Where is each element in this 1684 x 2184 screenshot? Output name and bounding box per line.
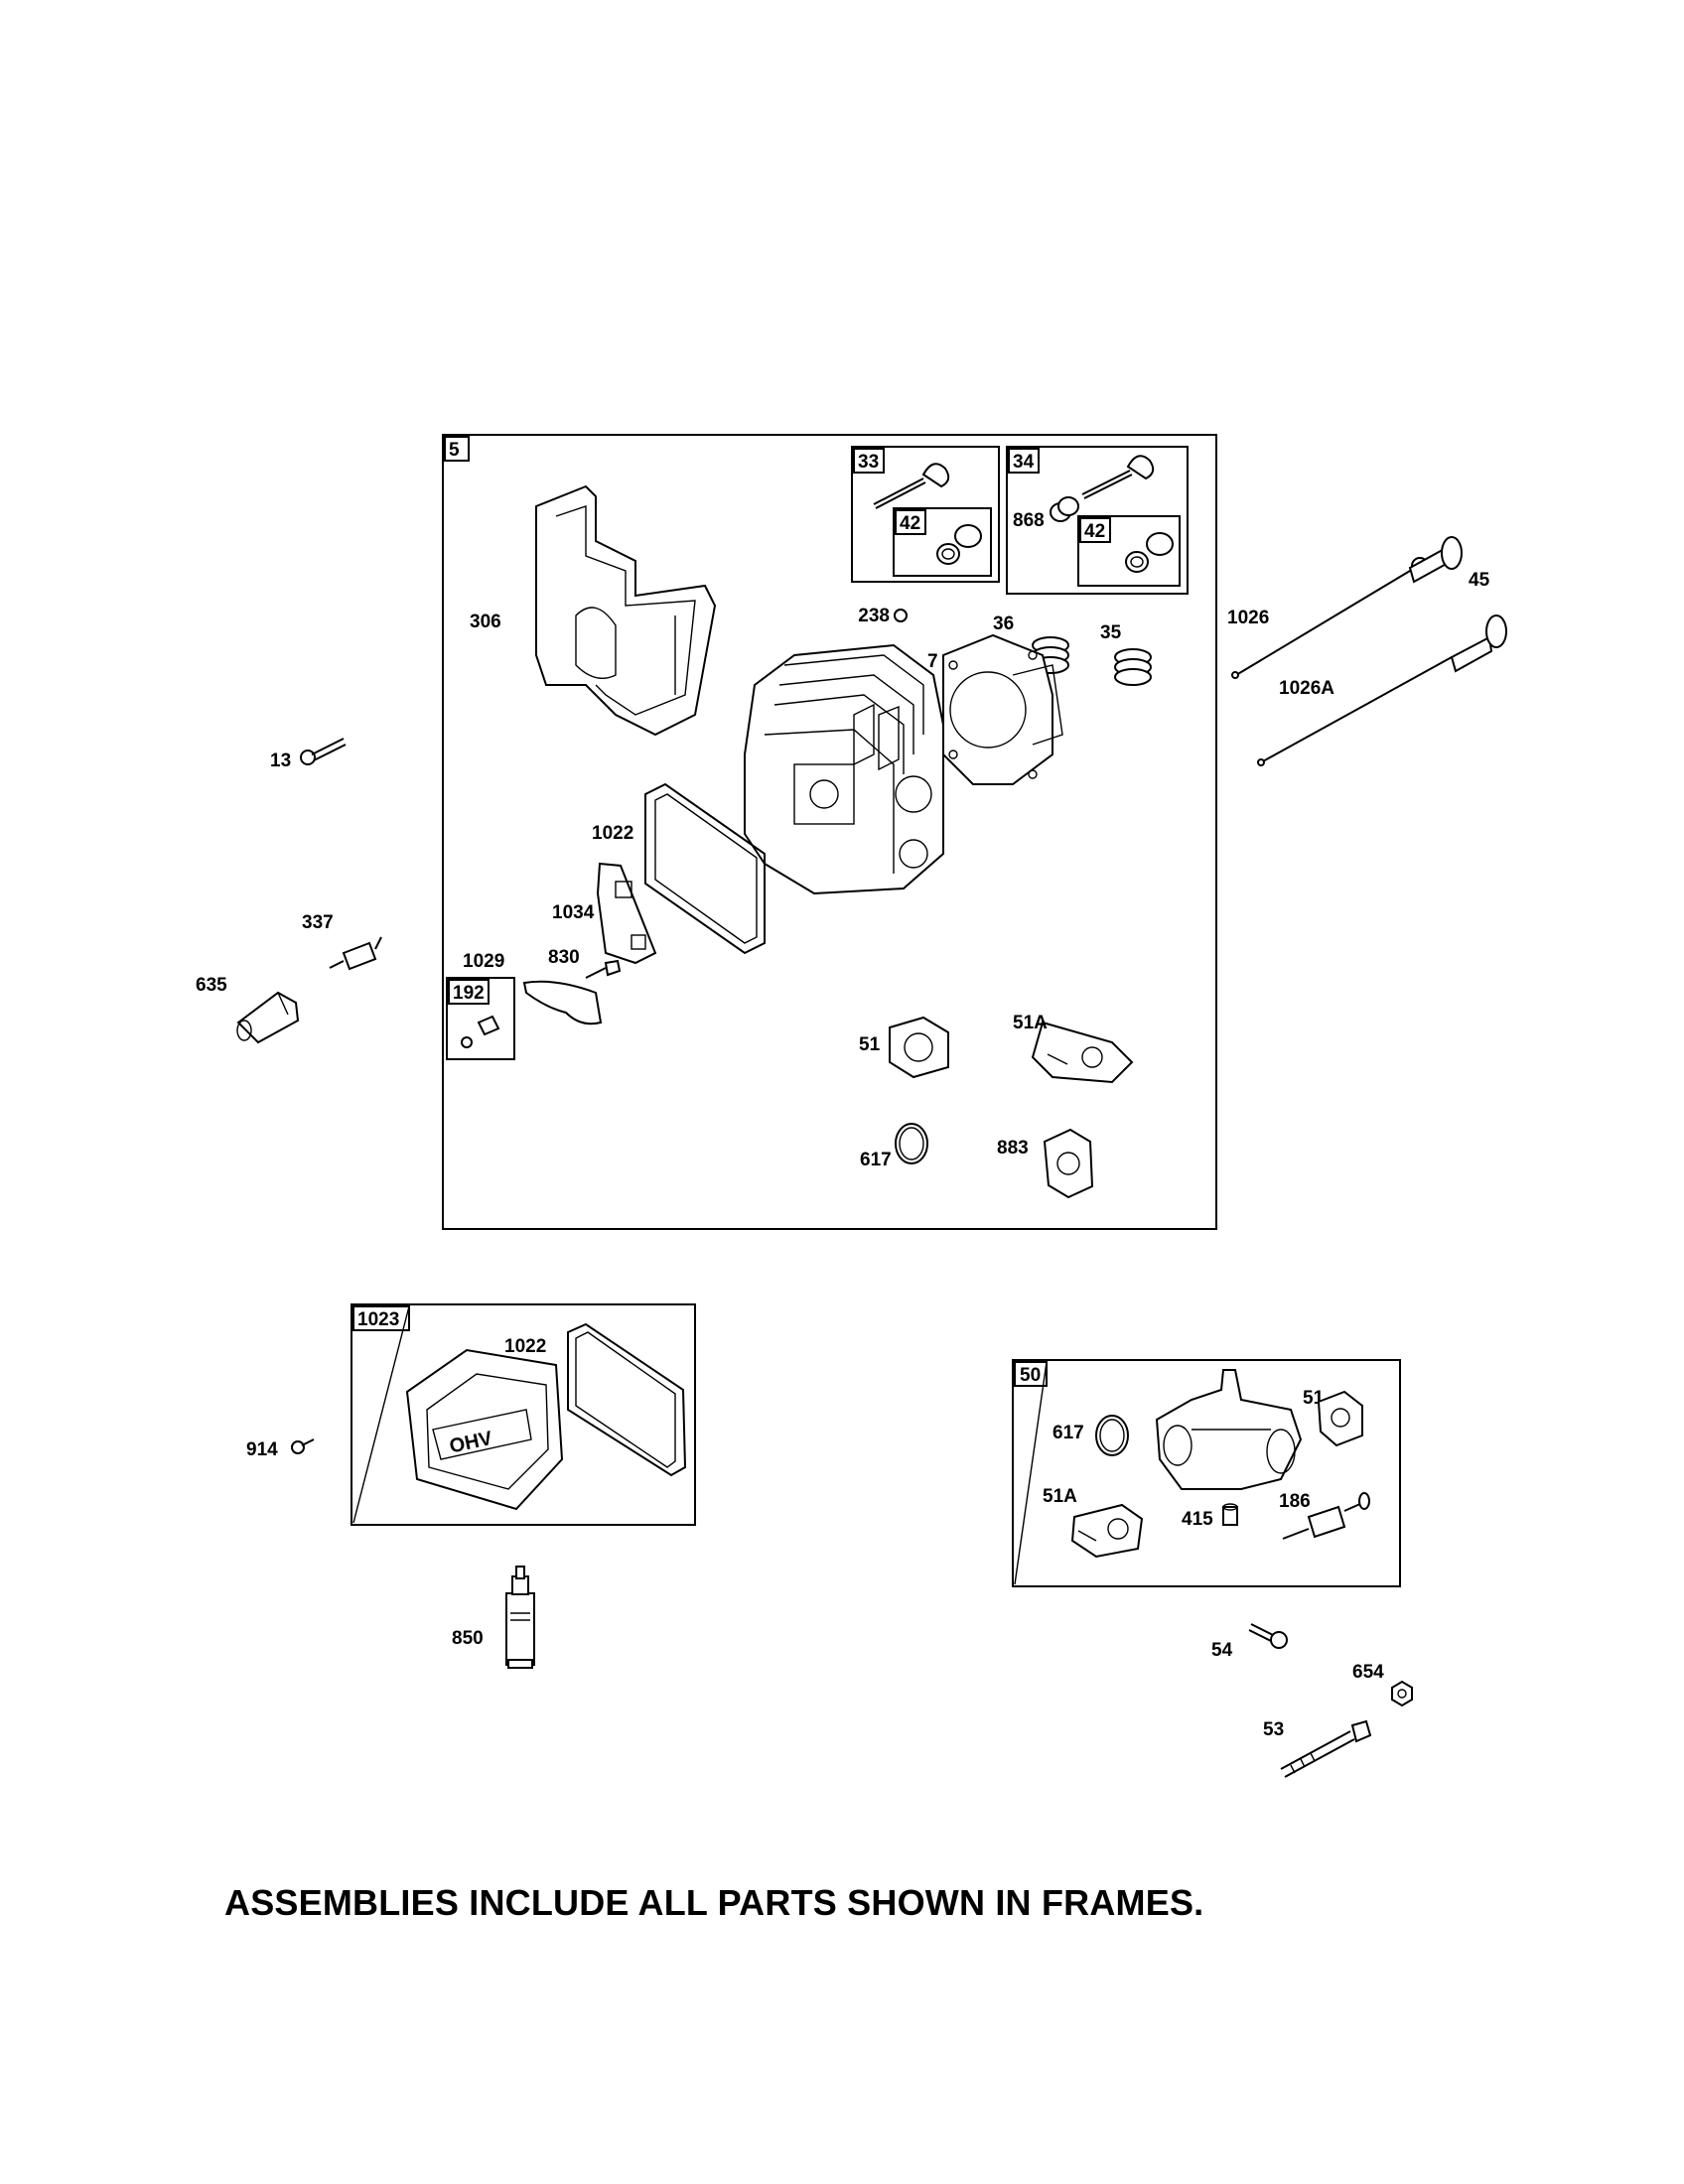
push-rod-1026A: [1257, 656, 1453, 766]
assembly-frame-1023: 1023 OHV: [351, 1303, 696, 1526]
part-label-1022: 1022: [592, 823, 633, 844]
exhaust-valve: [1081, 455, 1155, 499]
part-label-186: 186: [1279, 1491, 1311, 1512]
valve-spring-35: [1114, 648, 1152, 686]
part-label-45: 45: [1469, 570, 1490, 591]
part-1029: [522, 980, 603, 1025]
assembly-frame-34: 34 42 868: [1006, 446, 1189, 595]
air-guide-306: [535, 484, 717, 737]
assembly-id-42-b: 42: [1084, 521, 1105, 542]
part-label-1026: 1026: [1227, 608, 1269, 628]
assembly-id-192: 192: [453, 983, 485, 1004]
assembly-id-34: 34: [1013, 452, 1035, 473]
spark-plug-337: [329, 936, 382, 971]
fitting-186: [1282, 1492, 1370, 1540]
assembly-note: ASSEMBLIES INCLUDE ALL PARTS SHOWN IN FR…: [224, 1882, 1204, 1923]
cylinder-head: [744, 643, 944, 895]
bolt-13: [300, 738, 347, 765]
part-label-36: 36: [993, 614, 1014, 634]
gasket-51-b: [1317, 1390, 1363, 1447]
part-label-415: 415: [1182, 1509, 1213, 1530]
valve-seal: [1125, 532, 1174, 573]
part-label-337: 337: [302, 912, 334, 933]
gasket-51: [889, 1016, 949, 1079]
part-label-654: 654: [1352, 1662, 1384, 1683]
part-label-830: 830: [548, 947, 580, 968]
gasket-51A-b: [1070, 1503, 1144, 1559]
spark-plug-boot-635: [236, 991, 300, 1044]
part-label-617: 617: [860, 1150, 892, 1170]
valve-cover: OHV: [405, 1348, 564, 1511]
part-label-1029: 1029: [463, 951, 504, 972]
part-label-883: 883: [997, 1138, 1029, 1159]
sealant-tube-850: [505, 1566, 535, 1669]
part-label-53: 53: [1263, 1719, 1284, 1740]
assembly-id-1023: 1023: [357, 1309, 399, 1330]
intake-manifold: [1155, 1369, 1303, 1490]
assembly-frame-5: 5: [442, 434, 1217, 1230]
part-label-35: 35: [1100, 622, 1122, 643]
part-label-1034: 1034: [552, 902, 595, 923]
head-gasket-7: [942, 633, 1063, 785]
valve-cover-gasket-1022: [644, 782, 766, 955]
part-label-850: 850: [452, 1628, 484, 1649]
assembly-id-5: 5: [449, 440, 460, 461]
stud-53: [1280, 1719, 1372, 1778]
part-label-51A: 51A: [1013, 1013, 1048, 1033]
screw-914: [291, 1438, 315, 1454]
o-ring-617-b: [1095, 1415, 1129, 1456]
part-label-617-b: 617: [1052, 1423, 1084, 1443]
part-label-914: 914: [246, 1439, 278, 1460]
assembly-frame-192: 192: [446, 977, 515, 1060]
assembly-id-42-a: 42: [900, 513, 920, 534]
part-label-7: 7: [927, 651, 938, 672]
tappet-45: [1408, 536, 1507, 673]
bolt-54: [1248, 1623, 1288, 1649]
part-label-1026A: 1026A: [1279, 678, 1334, 699]
assembly-frame-33: 33 42: [851, 446, 1000, 583]
valve-guide-868: [1050, 496, 1079, 522]
part-238: [894, 609, 908, 622]
o-ring-617: [895, 1123, 928, 1164]
plug-415: [1222, 1503, 1238, 1526]
part-label-306: 306: [470, 612, 501, 632]
gasket-883: [1043, 1128, 1094, 1199]
assembly-id-50: 50: [1020, 1365, 1041, 1386]
part-label-51: 51: [859, 1034, 881, 1055]
part-label-238: 238: [858, 606, 890, 626]
nut-654: [1391, 1680, 1413, 1707]
screw-830: [585, 959, 622, 979]
gasket-51A: [1031, 1021, 1134, 1084]
assembly-frame-50: 50: [1012, 1359, 1401, 1587]
part-label-51A-b: 51A: [1043, 1486, 1077, 1507]
part-label-1022-b: 1022: [504, 1336, 546, 1357]
part-label-54: 54: [1211, 1640, 1233, 1661]
intake-valve: [873, 463, 950, 509]
valve-seal: [936, 524, 982, 565]
breather-plate-1034: [596, 862, 657, 965]
part-label-13: 13: [270, 751, 291, 771]
assembly-id-33: 33: [858, 452, 879, 473]
part-label-635: 635: [196, 975, 227, 996]
part-label-868: 868: [1013, 510, 1045, 531]
valve-cover-gasket: [567, 1322, 687, 1477]
